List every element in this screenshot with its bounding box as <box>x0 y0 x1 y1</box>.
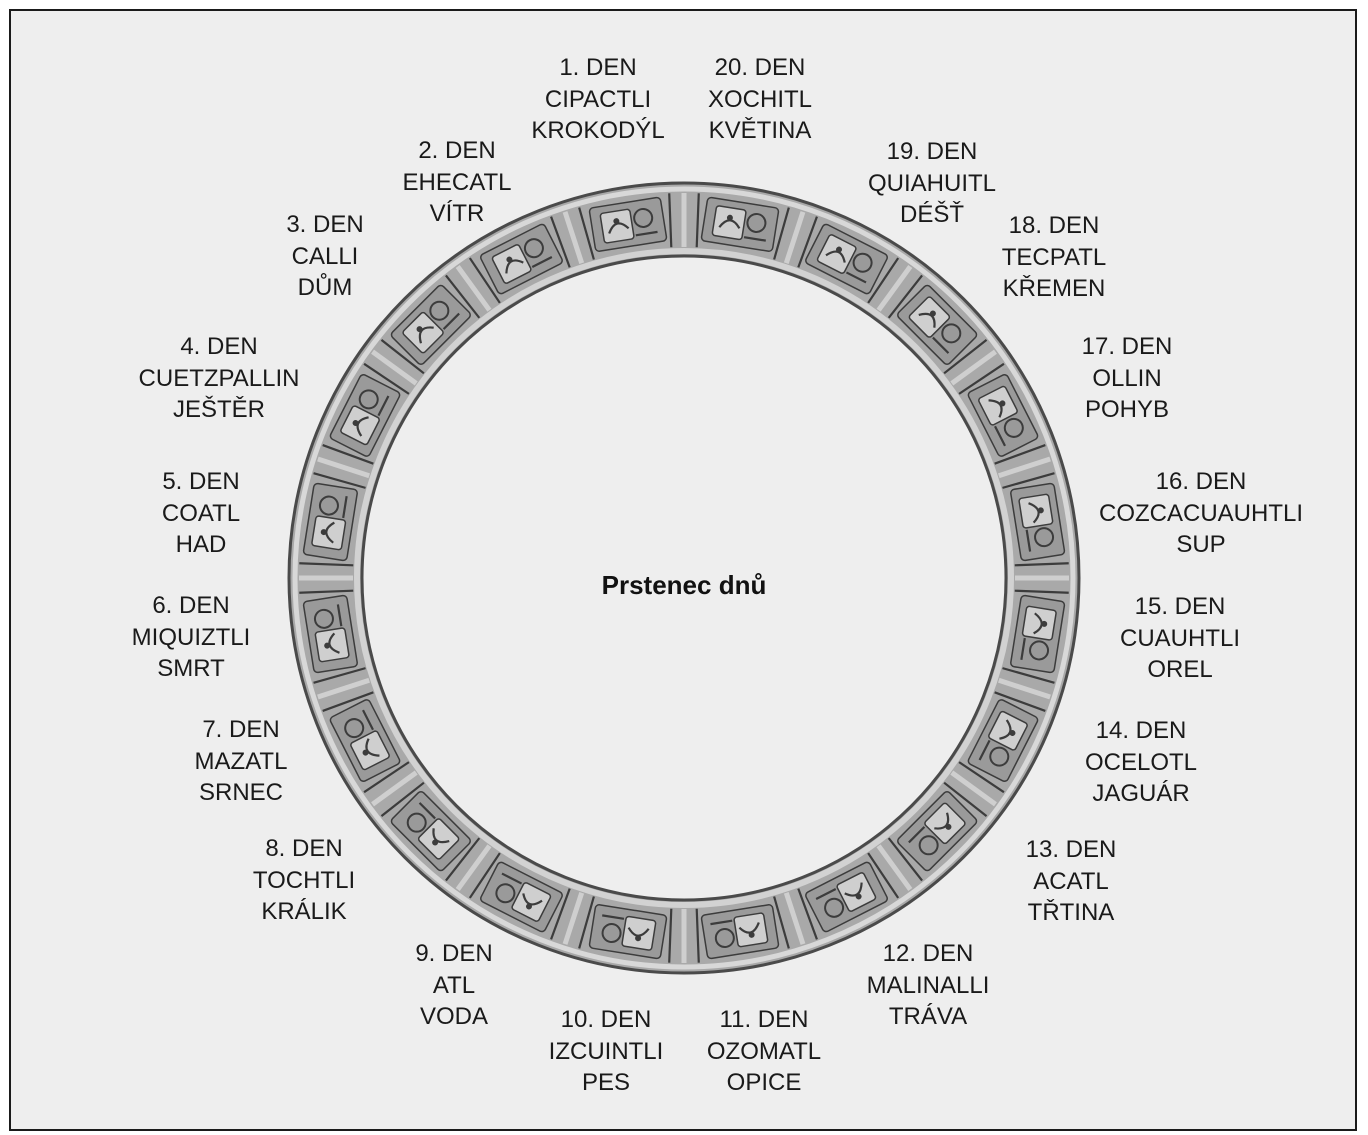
day-meaning: OPICE <box>644 1067 884 1099</box>
day-number: 16. DEN <box>1081 466 1321 498</box>
day-label-17: 17. DEN OLLIN POHYB <box>1007 331 1247 426</box>
day-name: TOCHTLI <box>184 865 424 897</box>
day-meaning: TRÁVA <box>808 1001 1048 1033</box>
day-label-4: 4. DEN CUETZPALLIN JEŠTĚR <box>99 331 339 426</box>
day-meaning: HAD <box>81 529 321 561</box>
day-label-5: 5. DEN COATL HAD <box>81 466 321 561</box>
day-label-12: 12. DEN MALINALLI TRÁVA <box>808 938 1048 1033</box>
day-name: COZCACUAUHTLI <box>1081 498 1321 530</box>
day-label-6: 6. DEN MIQUIZTLI SMRT <box>71 590 311 685</box>
day-meaning: KRÁLIK <box>184 896 424 928</box>
day-label-15: 15. DEN CUAUHTLI OREL <box>1060 591 1300 686</box>
day-name: TECPATL <box>934 242 1174 274</box>
day-name: MIQUIZTLI <box>71 622 311 654</box>
day-name: OZOMATL <box>644 1036 884 1068</box>
day-meaning: OREL <box>1060 654 1300 686</box>
day-label-19: 19. DEN QUIAHUITL DÉŠŤ <box>812 136 1052 231</box>
day-number: 13. DEN <box>951 834 1191 866</box>
day-name: COATL <box>81 498 321 530</box>
diagram-title: Prstenec dnů <box>484 565 884 605</box>
day-name: XOCHITL <box>640 84 880 116</box>
day-number: 6. DEN <box>71 590 311 622</box>
day-number: 9. DEN <box>334 938 574 970</box>
day-label-8: 8. DEN TOCHTLI KRÁLIK <box>184 833 424 928</box>
day-number: 17. DEN <box>1007 331 1247 363</box>
day-number: 12. DEN <box>808 938 1048 970</box>
day-name: MALINALLI <box>808 970 1048 1002</box>
day-name: MAZATL <box>121 746 361 778</box>
day-label-16: 16. DEN COZCACUAUHTLI SUP <box>1081 466 1321 561</box>
day-number: 8. DEN <box>184 833 424 865</box>
day-meaning: SUP <box>1081 529 1321 561</box>
day-meaning: KŘEMEN <box>934 273 1174 305</box>
day-name: CALLI <box>205 241 445 273</box>
day-name: EHECATL <box>337 167 577 199</box>
day-label-7: 7. DEN MAZATL SRNEC <box>121 714 361 809</box>
day-number: 2. DEN <box>337 135 577 167</box>
day-name: CUAUHTLI <box>1060 623 1300 655</box>
day-meaning: POHYB <box>1007 394 1247 426</box>
day-number: 14. DEN <box>1021 715 1261 747</box>
day-name: QUIAHUITL <box>812 168 1052 200</box>
day-name: OCELOTL <box>1021 747 1261 779</box>
day-label-3: 3. DEN CALLI DŮM <box>205 209 445 304</box>
day-meaning: DÉŠŤ <box>812 199 1052 231</box>
day-label-20: 20. DEN XOCHITL KVĚTINA <box>640 52 880 147</box>
day-label-13: 13. DEN ACATL TŘTINA <box>951 834 1191 929</box>
day-number: 5. DEN <box>81 466 321 498</box>
day-meaning: SMRT <box>71 653 311 685</box>
day-name: CUETZPALLIN <box>99 363 339 395</box>
day-meaning: JEŠTĚR <box>99 394 339 426</box>
day-meaning: TŘTINA <box>951 897 1191 929</box>
day-name: OLLIN <box>1007 363 1247 395</box>
day-label-14: 14. DEN OCELOTL JAGUÁR <box>1021 715 1261 810</box>
day-number: 4. DEN <box>99 331 339 363</box>
day-name: ACATL <box>951 866 1191 898</box>
day-meaning: DŮM <box>205 272 445 304</box>
day-number: 15. DEN <box>1060 591 1300 623</box>
day-number: 3. DEN <box>205 209 445 241</box>
day-name: ATL <box>334 970 574 1002</box>
day-meaning: SRNEC <box>121 777 361 809</box>
day-number: 20. DEN <box>640 52 880 84</box>
day-meaning: KVĚTINA <box>640 115 880 147</box>
day-number: 7. DEN <box>121 714 361 746</box>
day-meaning: JAGUÁR <box>1021 778 1261 810</box>
